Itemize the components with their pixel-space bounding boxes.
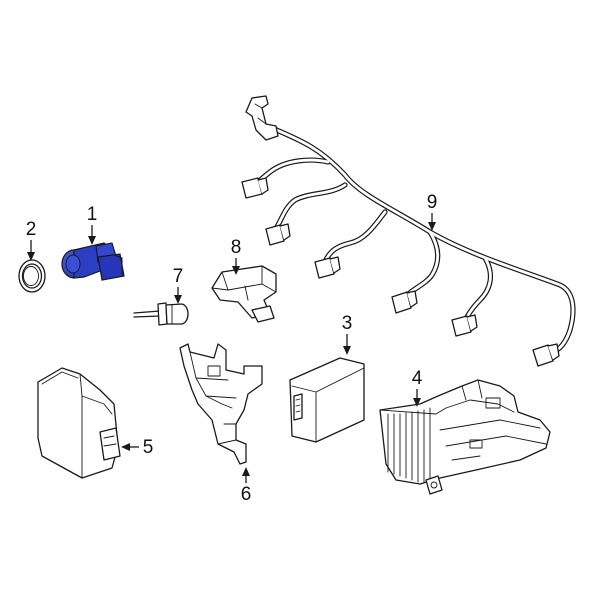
callout-label-9: 9 (427, 192, 438, 213)
callout-label-7: 7 (173, 266, 184, 287)
sensor-holder-part-8[interactable] (211, 265, 277, 323)
callout-7: 7 (173, 266, 184, 304)
callout-label-6: 6 (241, 484, 252, 505)
callout-5: 5 (121, 437, 153, 458)
callout-label-4: 4 (412, 368, 423, 389)
callout-3: 3 (342, 313, 353, 355)
module-housing-part-4[interactable] (379, 379, 551, 495)
wiring-harness-part-9[interactable] (241, 95, 576, 367)
module-cover-part-5[interactable] (37, 367, 121, 479)
callout-label-8: 8 (231, 237, 242, 258)
pin-component-part-7[interactable] (133, 302, 189, 326)
callout-9: 9 (427, 192, 438, 231)
callout-8: 8 (231, 237, 242, 275)
control-module-part-3[interactable] (289, 357, 365, 443)
callout-6: 6 (241, 467, 252, 505)
callout-2: 2 (26, 219, 37, 261)
callout-4: 4 (412, 368, 423, 407)
retaining-ring-part-2[interactable] (18, 259, 46, 293)
callout-label-3: 3 (342, 313, 353, 334)
callout-label-2: 2 (26, 219, 37, 240)
mounting-bracket-part-6[interactable] (179, 343, 263, 465)
callout-label-5: 5 (143, 437, 154, 458)
park-assist-sensor-part-1[interactable] (61, 242, 125, 281)
callout-label-1: 1 (87, 204, 98, 225)
callout-1: 1 (87, 204, 98, 245)
